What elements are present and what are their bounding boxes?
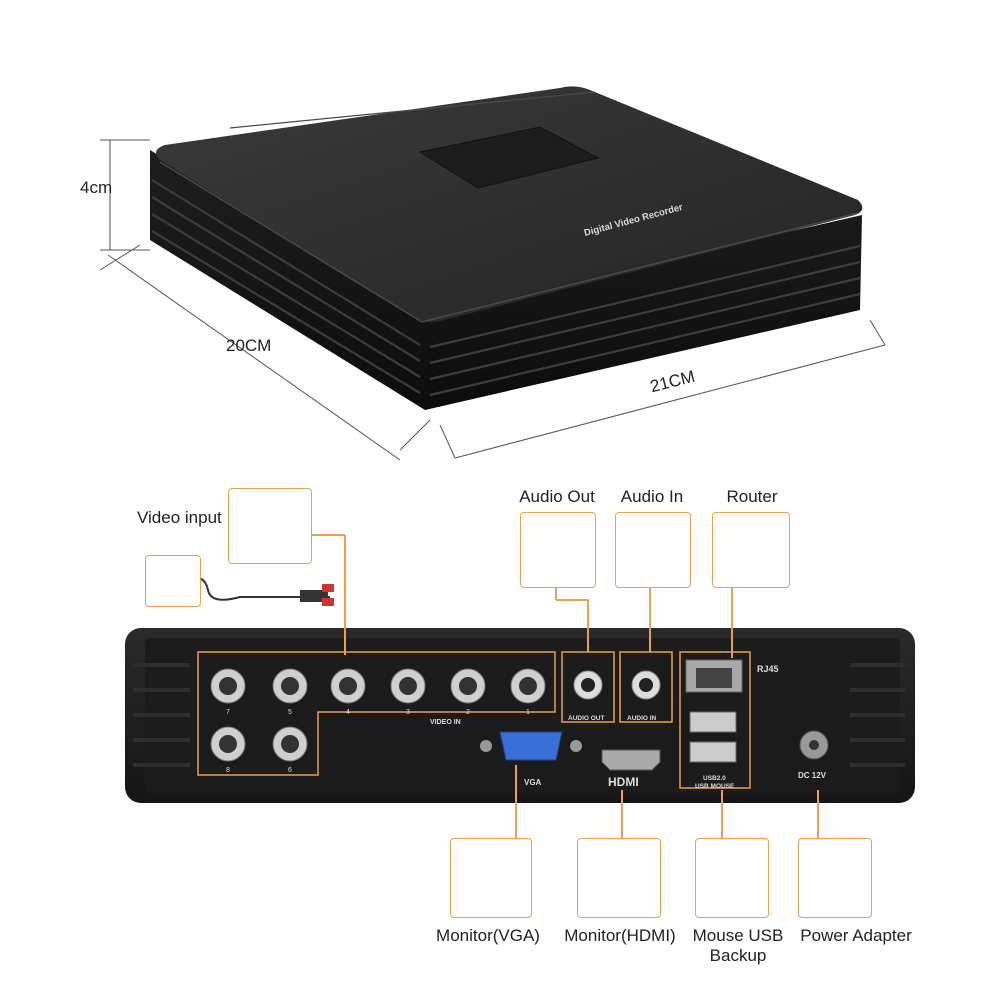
label-hdmi: HDMI <box>608 775 639 789</box>
dvr-rear-view <box>125 628 915 803</box>
channel-number: 8 <box>226 767 230 774</box>
label-audio-in-device: Audio In <box>620 487 684 506</box>
label-audio-out-device: Audio Out <box>519 487 595 506</box>
channel-number: 4 <box>346 709 350 716</box>
audio-out-box <box>520 512 596 588</box>
bnc-connector-core <box>519 677 537 695</box>
outlet-box <box>145 555 201 607</box>
video-input-box <box>228 488 312 564</box>
mouse-usb-box <box>695 838 769 918</box>
label-mouse-usb-line2: Backup <box>709 945 767 965</box>
dimension-height: 4cm <box>80 178 113 197</box>
monitor-hdmi-box <box>577 838 661 918</box>
channel-number: 6 <box>288 767 292 774</box>
bnc-connector-core <box>281 677 299 695</box>
channel-number: 1 <box>526 709 530 716</box>
dvr-top-view: Digital Video Recorder <box>150 86 863 410</box>
rca-connectors <box>573 670 661 700</box>
vga-port <box>499 731 563 761</box>
hdmi-port <box>601 749 661 771</box>
label-video-input: Video input <box>137 508 222 527</box>
label-vga: VGA <box>524 778 542 787</box>
power-cable <box>189 576 334 606</box>
router-box <box>712 512 790 588</box>
label-mouse-usb-line1: Mouse USB <box>692 926 784 945</box>
label-usb-mouse: USB MOUSE <box>695 783 735 790</box>
bnc-connectors <box>210 668 546 762</box>
label-audio-out: AUDIO OUT <box>568 715 605 722</box>
label-video-in: VIDEO IN <box>430 719 461 726</box>
dimension-lines <box>99 139 886 461</box>
connector-lines <box>310 534 819 838</box>
label-router: Router <box>726 487 778 506</box>
channel-number: 7 <box>226 709 230 716</box>
label-power-adapter: Power Adapter <box>800 926 912 945</box>
channel-number: 5 <box>288 709 292 716</box>
bnc-connector-core <box>399 677 417 695</box>
bnc-connector-core <box>281 735 299 753</box>
channel-number: 2 <box>466 709 470 716</box>
monitor-vga-box <box>450 838 532 918</box>
label-dc: DC 12V <box>798 771 827 780</box>
channel-number: 3 <box>406 709 410 716</box>
bnc-connector-core <box>459 677 477 695</box>
label-monitor-hdmi: Monitor(HDMI) <box>564 926 676 945</box>
power-adapter-box <box>798 838 872 918</box>
audio-in-box <box>615 512 691 588</box>
label-rj45: RJ45 <box>757 664 779 674</box>
dimension-depth: 20CM <box>226 336 272 355</box>
usb-port-2 <box>689 741 737 763</box>
bnc-connector-core <box>339 677 357 695</box>
label-monitor-vga: Monitor(VGA) <box>436 926 540 945</box>
usb-port-1 <box>689 711 737 733</box>
channel-numbers: 7 5 4 3 2 1 8 6 <box>226 709 530 774</box>
label-usb: USB2.0 <box>703 775 726 782</box>
label-mouse-usb: Mouse USB Backup <box>693 926 784 965</box>
bnc-connector-core <box>219 677 237 695</box>
bnc-connector-core <box>219 735 237 753</box>
label-audio-in: AUDIO IN <box>627 715 657 722</box>
